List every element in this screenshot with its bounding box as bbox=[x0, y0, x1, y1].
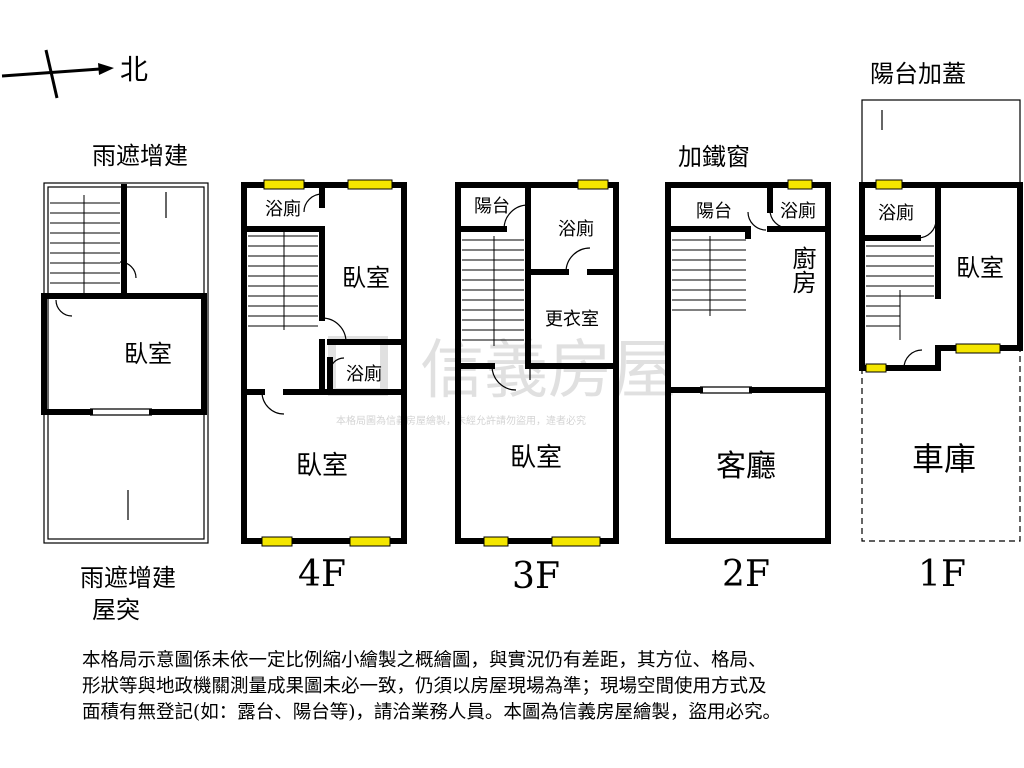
floor-3f-balcony-label: 陽台 bbox=[474, 196, 510, 217]
floor-1f-garage-outline bbox=[861, 348, 1021, 542]
window bbox=[865, 363, 887, 373]
floor-plan-diagram: 北 信義房屋 本格局圖為信義房屋繪製，未經允許請勿盜用，違者必究 臥室 雨遮增建… bbox=[1, 49, 1023, 624]
floor-1f-balcony-add-label: 陽台加蓋 bbox=[870, 60, 966, 88]
floor-2f-bath-label: 浴廁 bbox=[780, 200, 816, 222]
window bbox=[577, 179, 609, 190]
floor-3f-closet-label: 更衣室 bbox=[545, 309, 599, 330]
floor-2f-living-label: 客廳 bbox=[716, 449, 776, 484]
floor-2f-label: 2F bbox=[722, 554, 770, 595]
floor-2f-stairs bbox=[672, 236, 746, 316]
roof-plan: 臥室 雨遮增建 雨遮增建 屋突 bbox=[41, 142, 209, 624]
floor-1f-stairs bbox=[866, 245, 934, 340]
floor-1f-plan: 陽台加蓋 浴廁 臥室 車庫 1F bbox=[859, 60, 1023, 595]
roof-bedroom-label: 臥室 bbox=[124, 340, 172, 368]
roof-stairs bbox=[50, 195, 120, 293]
floor-3f-bedroom-label: 臥室 bbox=[510, 443, 562, 473]
disclaimer-line-3: 面積有無登記(如：露台、陽台等)，請洽業務人員。本圖為信義房屋繪製，盜用必究。 bbox=[82, 702, 781, 723]
roof-rain-shelter-top-label: 雨遮增建 bbox=[92, 142, 188, 170]
window bbox=[347, 179, 393, 190]
window bbox=[483, 536, 509, 547]
compass-north-label: 北 bbox=[120, 53, 148, 86]
floor-4f-bath2-label: 浴廁 bbox=[346, 363, 382, 385]
compass: 北 bbox=[1, 49, 148, 99]
floor-2f-kitchen-label: 廚房 bbox=[788, 246, 816, 294]
floor-3f-outer-wall bbox=[455, 182, 619, 544]
floor-4f-bath1-label: 浴廁 bbox=[265, 198, 301, 220]
floor-2f-outer-wall bbox=[665, 182, 831, 544]
window bbox=[955, 343, 1001, 354]
floor-3f-stairs bbox=[462, 236, 524, 346]
window bbox=[787, 179, 813, 190]
floor-4f-stairs bbox=[248, 232, 318, 330]
disclaimer-line-2: 形狀等與地政機關測量成果圖未必一致，仍須以房屋現場為準；現場空間使用方式及 bbox=[82, 676, 767, 697]
floor-3f-label: 3F bbox=[512, 556, 560, 597]
window bbox=[551, 536, 601, 547]
roof-door-swing bbox=[119, 261, 137, 279]
window bbox=[875, 179, 903, 190]
floor-2f-balcony-label: 陽台 bbox=[696, 201, 732, 222]
compass-cross bbox=[44, 49, 59, 99]
watermark-brand: 信義房屋 bbox=[420, 334, 676, 408]
disclaimer-line-1: 本格局示意圖係未依一定比例縮小繪製之概繪圖，與實況仍有差距，其方位、格局、 bbox=[82, 650, 767, 671]
floor-4f-bedroom1-label: 臥室 bbox=[342, 264, 390, 292]
floor-1f-bedroom-label: 臥室 bbox=[956, 254, 1004, 282]
floor-3f-bath-label: 浴廁 bbox=[558, 218, 594, 240]
disclaimer: 本格局示意圖係未依一定比例縮小繪製之概繪圖，與實況仍有差距，其方位、格局、 形狀… bbox=[82, 648, 982, 726]
floor-1f-label: 1F bbox=[918, 554, 966, 595]
roof-rain-shelter-bottom-label: 雨遮增建 bbox=[80, 564, 176, 592]
window bbox=[261, 536, 293, 547]
watermark: 信義房屋 本格局圖為信義房屋繪製，未經允許請勿盜用，違者必究 bbox=[328, 334, 676, 427]
roof-penthouse-label: 屋突 bbox=[92, 596, 140, 624]
floor-4f-plan: 浴廁 臥室 浴廁 臥室 4F bbox=[241, 179, 407, 595]
floor-4f-label: 4F bbox=[298, 554, 346, 595]
floor-1f-bath-label: 浴廁 bbox=[878, 202, 914, 224]
floor-2f-iron-window-label: 加鐵窗 bbox=[678, 143, 750, 171]
floor-1f-balcony-addition bbox=[861, 99, 1021, 186]
floor-4f-bedroom2-label: 臥室 bbox=[296, 451, 348, 481]
window bbox=[349, 536, 391, 547]
floor-3f-plan: 陽台 浴廁 更衣室 臥室 3F bbox=[455, 179, 619, 597]
compass-arrowhead bbox=[98, 63, 114, 75]
floor-2f-plan: 加鐵窗 陽台 浴廁 廚房 客廳 2F bbox=[665, 143, 831, 595]
window bbox=[263, 179, 305, 190]
floor-1f-garage-label: 車庫 bbox=[912, 440, 976, 478]
